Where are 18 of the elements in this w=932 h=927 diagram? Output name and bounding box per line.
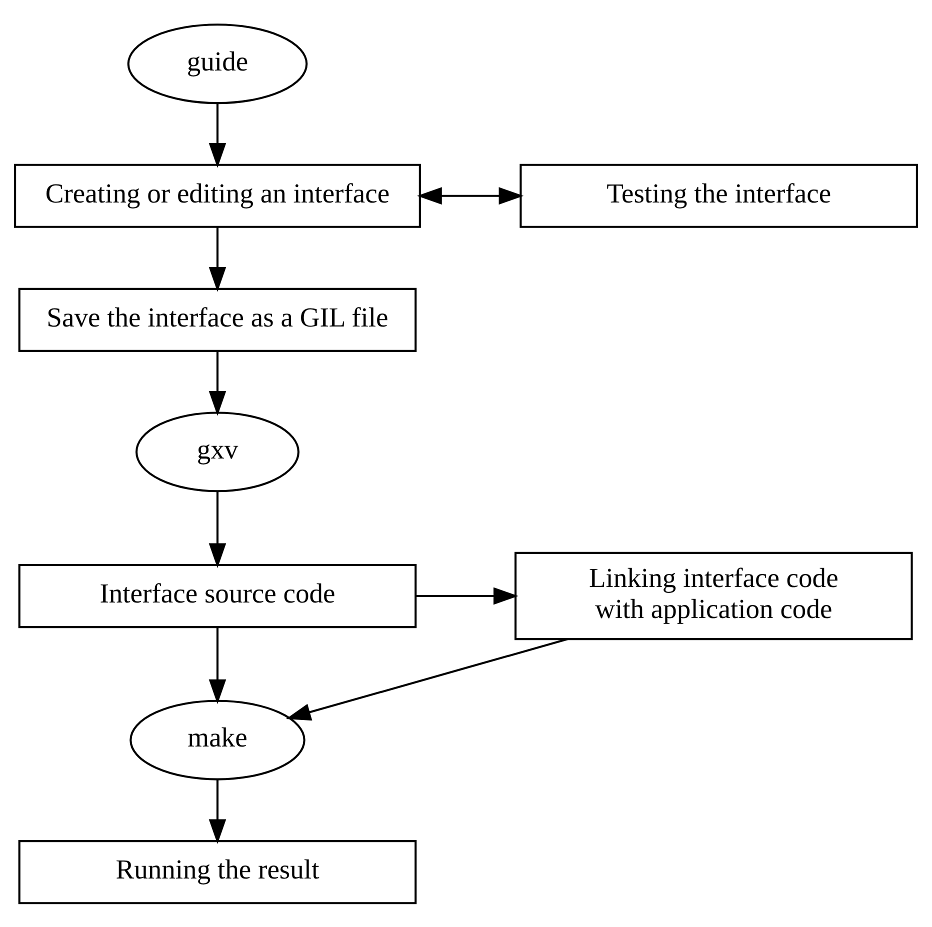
node-ellipse: guide bbox=[127, 23, 308, 104]
arrow bbox=[416, 586, 518, 604]
arrow bbox=[208, 102, 226, 168]
arrow bbox=[208, 779, 226, 844]
node-box: Interface source code bbox=[18, 563, 417, 628]
node-box: Creating or editing an interface bbox=[14, 163, 421, 228]
arrow bbox=[208, 490, 226, 568]
node-ellipse: gxv bbox=[135, 411, 300, 492]
arrow bbox=[208, 226, 226, 292]
node-ellipse: make bbox=[130, 699, 306, 780]
node-box: Testing the interface bbox=[520, 163, 918, 228]
arrow bbox=[208, 350, 226, 416]
arrow bbox=[417, 186, 524, 204]
arrow bbox=[286, 638, 568, 720]
arrow bbox=[208, 627, 226, 704]
node-box: Running the result bbox=[18, 840, 417, 904]
node-box: Save the interface as a GIL file bbox=[18, 287, 417, 352]
node-box: Linking interface code with application code bbox=[514, 551, 913, 640]
